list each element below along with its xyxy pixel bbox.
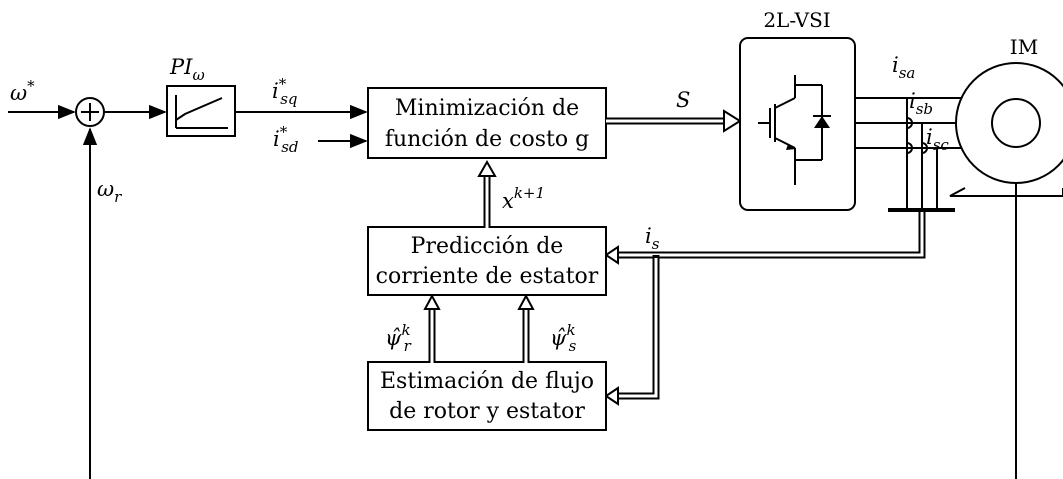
motor-label: IM bbox=[1010, 35, 1038, 59]
est-line2: de rotor y estator bbox=[389, 399, 585, 424]
current-prediction-block: Predicción de corriente de estator bbox=[367, 226, 607, 296]
motor-icon: IM bbox=[949, 35, 1063, 197]
min-line2: función de costo g bbox=[385, 127, 589, 152]
phase-lines: isa isb isc bbox=[855, 53, 965, 212]
pred-line2: corriente de estator bbox=[376, 264, 599, 289]
is-label: is bbox=[645, 224, 660, 253]
x-next-label: xk+1 bbox=[502, 184, 545, 213]
isq-label: i*sq bbox=[272, 75, 298, 108]
pi-label: PIω bbox=[169, 55, 205, 84]
est-line1: Estimación de flujo bbox=[380, 369, 594, 394]
isb-label: isb bbox=[909, 89, 933, 118]
switching-signal-S: S bbox=[606, 88, 742, 133]
flux-estimation-block: Estimación de flujo de rotor y estator bbox=[367, 361, 607, 431]
x-next-signal: xk+1 bbox=[477, 159, 545, 229]
min-line1: Minimización de bbox=[395, 96, 579, 121]
inverter-label: 2L-VSI bbox=[763, 8, 830, 32]
is-feedback: is bbox=[604, 212, 926, 406]
inverter-block: 2L-VSI bbox=[739, 8, 856, 211]
isd-ref-signal: i*sd bbox=[273, 123, 368, 156]
pi-controller-block: PIω bbox=[166, 55, 236, 137]
pred-line1: Predicción de bbox=[411, 234, 564, 259]
isd-label: i*sd bbox=[273, 123, 299, 156]
omega-ref-label: ω* bbox=[10, 77, 35, 105]
omega-r-label: ωr bbox=[97, 177, 122, 206]
omega-ref-signal: ω* bbox=[8, 77, 76, 120]
isa-label: isa bbox=[892, 53, 915, 82]
isq-ref-signal: i*sq bbox=[235, 75, 368, 120]
igbt-icon bbox=[758, 75, 831, 185]
S-label: S bbox=[676, 88, 690, 112]
summing-junction bbox=[75, 97, 105, 127]
cost-minimization-block: Minimización de función de costo g bbox=[367, 87, 607, 159]
